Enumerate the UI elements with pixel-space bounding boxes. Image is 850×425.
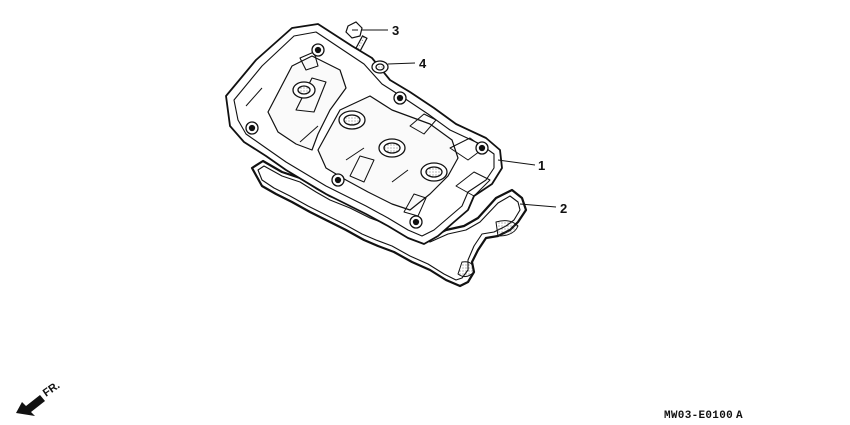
bolt (345, 21, 368, 52)
callout-4: 4 (419, 56, 427, 71)
callout-2: 2 (560, 201, 567, 216)
leader-line-4 (387, 62, 416, 65)
arrow-down-left-icon (16, 395, 45, 416)
spark-plug-bosses (292, 81, 448, 182)
cylinder-head-cover (225, 23, 503, 245)
cover-bolt-bosses (245, 43, 489, 229)
callout-3: 3 (392, 23, 399, 38)
rubber-seal (371, 60, 389, 74)
front-indicator-label: FR. (41, 379, 62, 399)
diagram-code-main: MW03-E0100 (664, 410, 734, 422)
callout-1: 1 (538, 158, 545, 173)
diagram-code-suffix: A (736, 410, 743, 422)
leader-line-1 (497, 159, 536, 166)
leader-line-2 (519, 203, 557, 208)
leader-lines (362, 29, 557, 208)
